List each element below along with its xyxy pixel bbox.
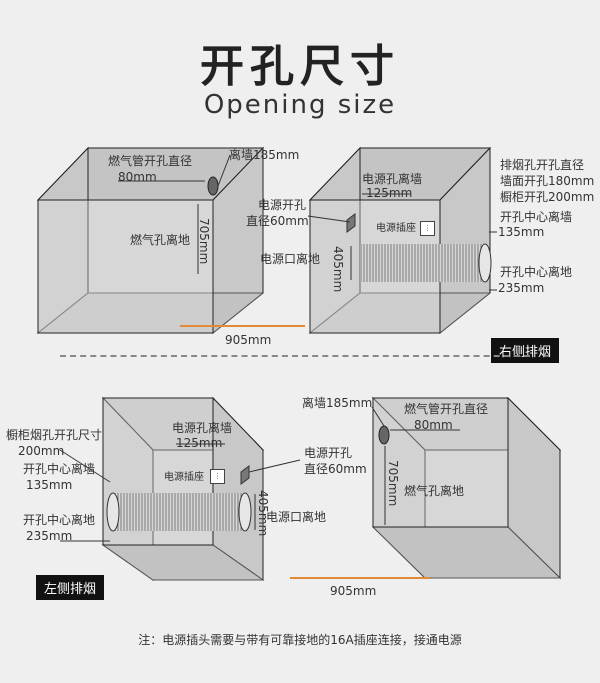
tr-height-value: 405mm	[331, 246, 345, 293]
section-divider	[60, 355, 530, 357]
tr-center-floor-value: 235mm	[498, 281, 545, 295]
bl-center-wall-label: 开孔中心离墙	[23, 462, 96, 476]
tl-height-value: 705mm	[197, 218, 211, 265]
bl-power-floor-label: 电源口离地	[266, 510, 327, 524]
tr-exhaust-label: 排烟孔开孔直径	[500, 158, 585, 172]
bottom-left-cabinet	[101, 396, 265, 581]
bl-cabinet-smoke-label: 橱柜烟孔开孔尺寸	[6, 428, 103, 442]
tr-center-floor-label: 开孔中心离地	[500, 265, 573, 279]
tl-wall-distance: 离墙185mm	[229, 148, 300, 162]
tl-gas-pipe-value: 80mm	[118, 170, 157, 184]
bl-socket-label: 电源插座	[164, 472, 204, 483]
br-wall-distance: 离墙185mm	[302, 396, 373, 410]
top-left-cabinet	[36, 146, 265, 335]
tr-socket-icon: ⋮	[420, 221, 435, 236]
tr-power-open-label: 电源开孔	[258, 198, 307, 212]
tl-width-value: 905mm	[225, 333, 272, 347]
bl-power-hole-wall-label: 电源孔离墙	[172, 421, 233, 435]
tr-exhaust-wall-label: 墙面开孔180mm	[500, 174, 595, 188]
tr-socket-label: 电源插座	[376, 223, 416, 234]
bl-center-floor-label: 开孔中心离地	[23, 513, 96, 527]
tr-power-open-value: 直径60mm	[246, 214, 309, 228]
br-gas-pipe-label: 燃气管开孔直径	[404, 402, 489, 416]
bl-center-floor-value: 235mm	[26, 529, 73, 543]
left-exhaust-badge: 左侧排烟	[36, 575, 105, 600]
right-exhaust-badge: 右侧排烟	[491, 338, 560, 363]
bottom-right-cabinet	[371, 396, 562, 580]
footer-note: 注：电源插头需要与带有可靠接地的16A插座连接，接通电源	[138, 633, 462, 647]
bl-socket-icon: ⋮	[210, 469, 225, 484]
bl-power-hole-wall-value: 125mm	[176, 436, 223, 450]
br-gas-floor-label: 燃气孔离地	[404, 484, 465, 498]
tr-power-floor-label: 电源口离地	[260, 252, 321, 266]
page-title: 开孔尺寸	[200, 41, 400, 92]
bl-cabinet-smoke-value: 200mm	[18, 444, 65, 458]
bl-power-open-value: 直径60mm	[304, 462, 367, 476]
bl-power-open-label: 电源开孔	[304, 446, 353, 460]
br-gas-pipe-value: 80mm	[414, 418, 453, 432]
tr-power-hole-wall-label: 电源孔离墙	[362, 172, 423, 186]
tr-center-wall-label: 开孔中心离墙	[500, 210, 573, 224]
tr-center-wall-value: 135mm	[498, 225, 545, 239]
tl-gas-pipe-label: 燃气管开孔直径	[108, 154, 193, 168]
tr-power-hole-wall-value: 125mm	[366, 186, 413, 200]
page-subtitle: Opening size	[203, 90, 397, 120]
tl-gas-floor-label: 燃气孔离地	[130, 233, 191, 247]
br-width-value: 905mm	[330, 584, 377, 598]
br-height-value: 705mm	[386, 460, 400, 507]
tr-exhaust-cabinet-label: 橱柜开孔200mm	[500, 190, 595, 204]
bl-center-wall-value: 135mm	[26, 478, 73, 492]
top-right-cabinet	[308, 146, 492, 335]
